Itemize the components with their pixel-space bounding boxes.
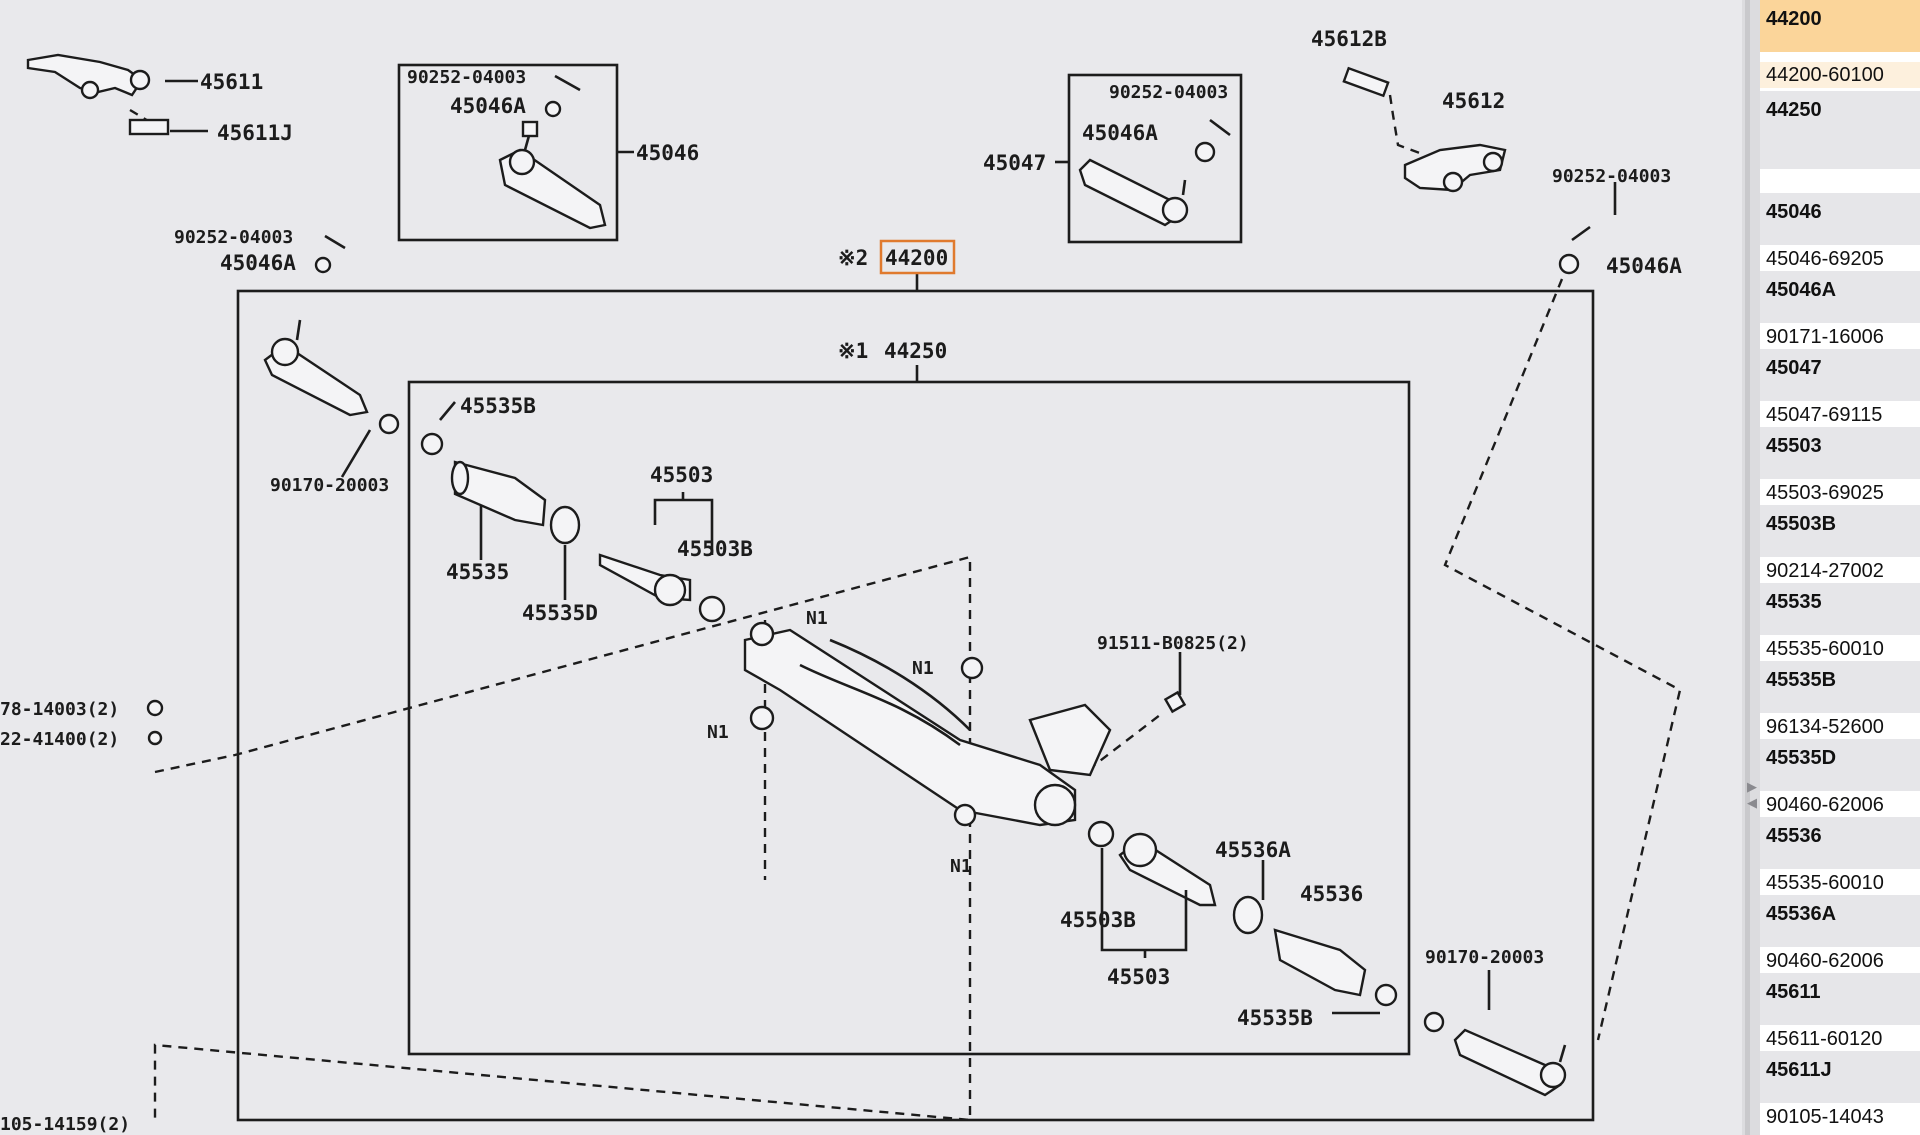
label-n1-bottom: N1	[950, 856, 972, 877]
part-number-45503-69025[interactable]: 45503-69025	[1760, 480, 1920, 506]
group-44200[interactable]: 44200	[1760, 0, 1920, 52]
label-90170-right: 90170-20003	[1425, 947, 1544, 968]
label-45046a-box: 45046A	[450, 94, 526, 118]
label-45046: 45046	[636, 141, 699, 165]
pinion-valve	[1028, 703, 1112, 777]
label-45611j: 45611J	[217, 121, 293, 145]
washer-45503b-right	[1087, 820, 1115, 848]
label-22-41400: 22-41400(2)	[0, 729, 119, 750]
bolt-91511	[1163, 690, 1187, 714]
clamp-45535b-right	[1374, 983, 1398, 1007]
label-n1-right: N1	[912, 658, 934, 679]
label-45535b-right: 45535B	[1237, 1006, 1313, 1030]
label-45503b-left: 45503B	[677, 537, 753, 561]
label-44200[interactable]: 44200	[885, 246, 948, 270]
part-number-44200-60100[interactable]: 44200-60100	[1760, 62, 1920, 88]
label-45503b-right: 45503B	[1060, 908, 1136, 932]
boot-45536	[1273, 928, 1367, 997]
box-45047	[1067, 73, 1243, 244]
label-45046a-right: 45046A	[1606, 254, 1682, 278]
mark-1: ※1	[838, 339, 868, 363]
collapse-arrow-icon[interactable]: ▶◀	[1747, 780, 1757, 811]
part-number-45535-60010[interactable]: 45535-60010	[1760, 636, 1920, 662]
label-90252-box-right: 90252-04003	[1109, 82, 1228, 103]
parts-list-panel: 44200 44200-60100 44250 45046 45046-6920…	[1760, 0, 1920, 1135]
part-number-90105-14043[interactable]: 90105-14043	[1760, 1104, 1920, 1130]
washer-45503b-left	[698, 595, 726, 623]
label-78-14003: 78-14003(2)	[0, 699, 119, 720]
label-45535: 45535	[446, 560, 509, 584]
label-90252-left: 90252-04003	[174, 227, 293, 248]
group-45047[interactable]: 45047	[1760, 349, 1920, 401]
panel-splitter[interactable]: ▶◀	[1742, 0, 1760, 1135]
nut-90170-right	[1423, 1011, 1445, 1033]
label-45535b-left: 45535B	[460, 394, 536, 418]
part-number-45611-60120[interactable]: 45611-60120	[1760, 1026, 1920, 1052]
part-number-90460-62006[interactable]: 90460-62006	[1760, 792, 1920, 818]
nut-90170-left	[378, 413, 400, 435]
label-105-14159: 105-14159(2)	[0, 1114, 130, 1135]
label-45611: 45611	[200, 70, 263, 94]
part-number-90171-16006[interactable]: 90171-16006	[1760, 324, 1920, 350]
group-45046a[interactable]: 45046A	[1760, 271, 1920, 323]
label-90170-left: 90170-20003	[270, 475, 389, 496]
group-45611[interactable]: 45611	[1760, 973, 1920, 1025]
knuckle-arm-45612	[1403, 143, 1507, 192]
label-45536: 45536	[1300, 882, 1363, 906]
parts-diagram: 45611 45611J 90252-04003 45046A 45046 90…	[0, 0, 1742, 1135]
highlight-box-44200	[879, 239, 956, 275]
label-45536a: 45536A	[1215, 838, 1291, 862]
bolt-45612b	[1342, 66, 1390, 98]
label-91511: 91511-B0825(2)	[1097, 633, 1249, 654]
inner-assembly-frame	[407, 380, 1411, 1056]
group-45535[interactable]: 45535	[1760, 583, 1920, 635]
nut-45046a-right	[1558, 253, 1580, 275]
nut-45046a-box	[1194, 141, 1216, 163]
clamp-45535b-left	[420, 432, 444, 456]
label-90252-right: 90252-04003	[1552, 166, 1671, 187]
clip-45535d	[549, 505, 581, 545]
group-44250[interactable]: 44250	[1760, 91, 1920, 169]
rack-housing	[743, 628, 1077, 827]
label-44250[interactable]: 44250	[884, 339, 947, 363]
label-45612: 45612	[1442, 89, 1505, 113]
label-45046a-box-right: 45046A	[1082, 121, 1158, 145]
label-90252-box: 90252-04003	[407, 67, 526, 88]
part-number-90460-62006-b[interactable]: 90460-62006	[1760, 948, 1920, 974]
outer-assembly-frame	[236, 289, 1595, 1122]
group-45503b[interactable]: 45503B	[1760, 505, 1920, 557]
mark-2: ※2	[838, 246, 868, 270]
part-number-45535-60010-b[interactable]: 45535-60010	[1760, 870, 1920, 896]
clip-45536a	[1232, 895, 1264, 935]
nut-45046a	[544, 100, 562, 118]
group-45046[interactable]: 45046	[1760, 193, 1920, 245]
label-45047: 45047	[983, 151, 1046, 175]
label-45535d: 45535D	[522, 601, 598, 625]
group-45535d[interactable]: 45535D	[1760, 739, 1920, 791]
knuckle-arm-45611	[26, 53, 144, 97]
part-number-96134-52600[interactable]: 96134-52600	[1760, 714, 1920, 740]
group-45503[interactable]: 45503	[1760, 427, 1920, 479]
label-45046a-left: 45046A	[220, 251, 296, 275]
label-45503-left: 45503	[650, 463, 713, 487]
tie-rod-end-right	[1453, 1028, 1562, 1097]
label-45612b: 45612B	[1311, 27, 1387, 51]
boot-45535	[453, 460, 547, 527]
group-45536[interactable]: 45536	[1760, 817, 1920, 869]
label-n1-top: N1	[806, 608, 828, 629]
label-45503-right: 45503	[1107, 965, 1170, 989]
bolt-45611j	[128, 118, 170, 136]
part-number-45046-69205[interactable]: 45046-69205	[1760, 246, 1920, 272]
part-number-45047-69115[interactable]: 45047-69115	[1760, 402, 1920, 428]
part-number-90214-27002[interactable]: 90214-27002	[1760, 558, 1920, 584]
label-n1-left: N1	[707, 722, 729, 743]
group-45611j[interactable]: 45611J	[1760, 1051, 1920, 1103]
group-45535b[interactable]: 45535B	[1760, 661, 1920, 713]
group-45536a[interactable]: 45536A	[1760, 895, 1920, 947]
